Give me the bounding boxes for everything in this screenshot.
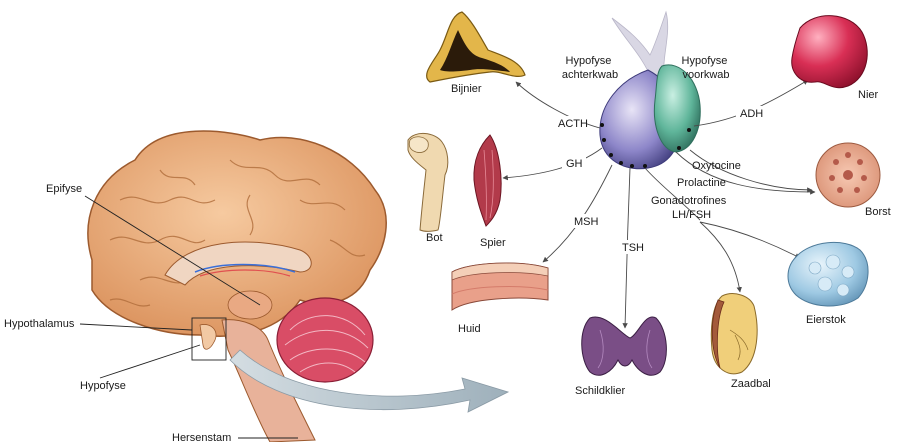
kidney	[792, 16, 868, 88]
ovary	[788, 242, 868, 306]
gh-label: GH	[566, 158, 583, 170]
gonadotrofines-label: Gonadotrofines	[651, 195, 727, 207]
lh-fsh-label: LH/FSH	[672, 209, 711, 221]
hypofyse-leader	[100, 345, 200, 378]
skin-sample	[452, 263, 548, 310]
hersenstam-label: Hersenstam	[172, 432, 231, 442]
gh-arrow	[503, 148, 602, 178]
spier-label: Spier	[480, 237, 506, 249]
posterior-lobe-label: Hypofyse achterkwab	[562, 55, 618, 81]
thyroid-gland	[582, 317, 667, 375]
oxytocine-label: Oxytocine	[692, 160, 741, 172]
hypothalamus-label: Hypothalamus	[4, 318, 75, 330]
testis	[711, 294, 757, 374]
borst-label: Borst	[865, 206, 891, 218]
eierstok-label: Eierstok	[806, 314, 846, 326]
prolactine-label: Prolactine	[677, 177, 726, 189]
zaadbal-label: Zaadbal	[731, 378, 771, 390]
msh-arrow	[543, 165, 612, 262]
schildklier-label: Schildklier	[575, 385, 625, 397]
tsh-label: TSH	[622, 242, 644, 254]
hypofyse-label: Hypofyse	[80, 380, 126, 392]
huid-label: Huid	[458, 323, 481, 335]
acth-label: ACTH	[558, 118, 588, 130]
bone	[408, 133, 448, 231]
adh-label: ADH	[740, 108, 763, 120]
pituitary-gland	[600, 12, 700, 169]
epifyse-label: Epifyse	[46, 183, 82, 195]
lhfsh-testis-arrow	[700, 222, 740, 292]
adrenal-gland	[427, 12, 525, 82]
bot-label: Bot	[426, 232, 443, 244]
muscle	[474, 135, 501, 226]
lhfsh-ovary-arrow	[700, 222, 800, 258]
bijnier-label: Bijnier	[451, 83, 482, 95]
msh-label: MSH	[574, 216, 599, 228]
nier-label: Nier	[858, 89, 879, 101]
anterior-lobe-label: Hypofyse voorkwab	[682, 55, 731, 81]
breast	[816, 143, 880, 207]
